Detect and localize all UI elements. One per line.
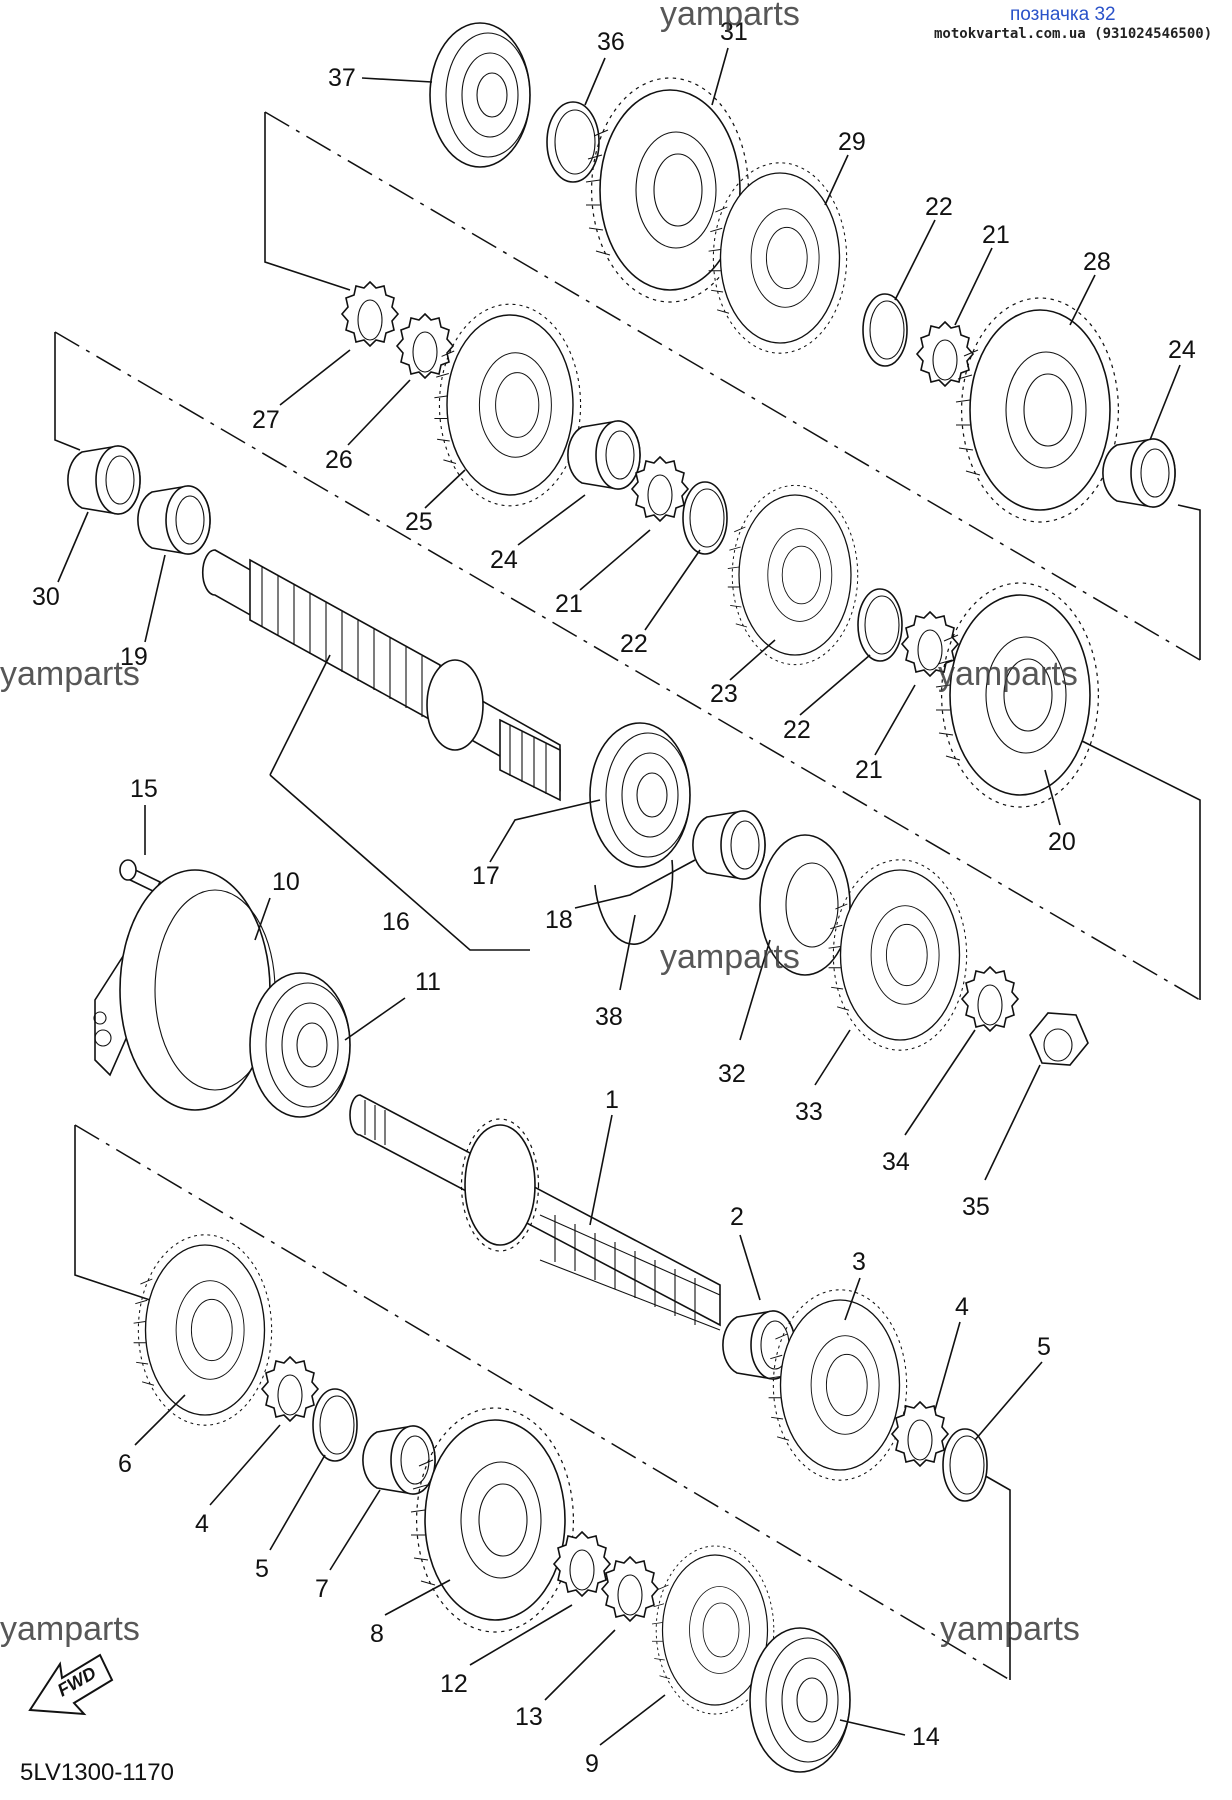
lock-washer-34 xyxy=(961,966,1019,1032)
gear-3 xyxy=(767,1289,908,1481)
bearing-24a xyxy=(1102,438,1176,508)
nut-35 xyxy=(1029,1012,1089,1066)
circlip-22a xyxy=(862,293,908,367)
callout-10: 10 xyxy=(272,868,300,896)
circlip-22c xyxy=(857,588,903,662)
collar-18 xyxy=(692,810,766,880)
callout-24: 24 xyxy=(490,546,518,574)
callout-22: 22 xyxy=(925,193,953,221)
middle-assembly-outline xyxy=(54,331,1201,1001)
circlip-22b xyxy=(682,481,728,555)
bearing-37 xyxy=(429,22,531,168)
washer-21b xyxy=(631,456,689,522)
washer-21a xyxy=(916,321,974,387)
bolt-15 xyxy=(119,859,162,894)
callout-26: 26 xyxy=(325,446,353,474)
watermark: yamparts xyxy=(0,655,140,693)
callout-29: 29 xyxy=(838,128,866,156)
callout-11: 11 xyxy=(415,968,441,996)
circlip-38 xyxy=(594,859,674,945)
watermark: yamparts xyxy=(940,1610,1080,1648)
collar-19 xyxy=(137,485,211,555)
callout-20: 20 xyxy=(1048,828,1076,856)
watermark: yamparts xyxy=(0,1610,140,1648)
callout-34: 34 xyxy=(882,1148,910,1176)
washer-26 xyxy=(396,313,454,379)
callout-28: 28 xyxy=(1083,248,1111,276)
circlip-5b xyxy=(312,1388,358,1462)
diagram-code: 5LV1300-1170 xyxy=(20,1759,174,1786)
callout-32: 32 xyxy=(718,1060,746,1088)
header-site: motokvartal.com.ua (931024546500) xyxy=(934,26,1213,42)
watermarks: yamparts yamparts yamparts yamparts yamp… xyxy=(0,0,1080,1648)
callout-5: 5 xyxy=(1037,1333,1051,1361)
callout-38: 38 xyxy=(595,1003,623,1031)
callout-24: 24 xyxy=(1168,336,1196,364)
washer-13 xyxy=(601,1556,659,1622)
washer-4b xyxy=(261,1356,319,1422)
circlip-5a xyxy=(942,1428,988,1502)
callout-19: 19 xyxy=(120,643,148,671)
callout-33: 33 xyxy=(795,1098,823,1126)
callout-31: 31 xyxy=(720,18,748,46)
bearing-24b xyxy=(567,420,641,490)
callout-17: 17 xyxy=(472,862,500,890)
callout-7: 7 xyxy=(315,1575,329,1603)
callout-15: 15 xyxy=(130,775,158,803)
bearing-11 xyxy=(249,972,351,1118)
callout-5: 5 xyxy=(255,1555,269,1583)
callout-36: 36 xyxy=(597,28,625,56)
callout-13: 13 xyxy=(515,1703,543,1731)
washer-27 xyxy=(341,281,399,347)
callout-18: 18 xyxy=(545,906,573,934)
callout-9: 9 xyxy=(585,1750,599,1778)
leader-lines xyxy=(57,47,1181,1746)
bearing-14 xyxy=(749,1627,851,1773)
callout-6: 6 xyxy=(118,1450,132,1478)
watermark: yamparts xyxy=(660,0,800,33)
callout-30: 30 xyxy=(32,583,60,611)
upper-assembly-outline xyxy=(264,111,1201,661)
washer-32 xyxy=(759,834,851,976)
collar-7 xyxy=(362,1425,436,1495)
callouts: 37 36 31 29 22 21 28 24 27 26 25 24 21 2… xyxy=(32,18,1196,1778)
callout-2: 2 xyxy=(730,1203,744,1231)
callout-4: 4 xyxy=(195,1510,209,1538)
callout-22: 22 xyxy=(783,716,811,744)
callout-37: 37 xyxy=(328,64,356,92)
main-shaft-1 xyxy=(349,1094,721,1331)
gear-25 xyxy=(433,303,582,507)
callout-14: 14 xyxy=(912,1723,940,1751)
gear-23 xyxy=(727,484,859,666)
watermark: yamparts xyxy=(660,938,800,976)
gear-6 xyxy=(132,1234,273,1426)
callout-1: 1 xyxy=(605,1086,619,1114)
gear-8 xyxy=(410,1407,575,1633)
callout-21: 21 xyxy=(855,756,883,784)
bearing-housing-10 xyxy=(93,869,276,1111)
callout-8: 8 xyxy=(370,1620,384,1648)
washer-4a xyxy=(891,1401,949,1467)
gear-20 xyxy=(935,582,1100,808)
callout-4: 4 xyxy=(955,1293,969,1321)
fwd-arrow-icon: FWD xyxy=(28,1653,114,1716)
callout-25: 25 xyxy=(405,508,433,536)
shaft-16 xyxy=(201,549,561,802)
bearing-17 xyxy=(589,722,691,868)
callout-21: 21 xyxy=(555,590,583,618)
header-label: позначка 32 xyxy=(1010,4,1116,25)
callout-27: 27 xyxy=(252,406,280,434)
callout-23: 23 xyxy=(710,680,738,708)
callout-21: 21 xyxy=(982,221,1010,249)
callout-22: 22 xyxy=(620,630,648,658)
circlip-36 xyxy=(546,101,600,183)
callout-3: 3 xyxy=(852,1248,866,1276)
watermark: yamparts xyxy=(938,655,1078,693)
gear-28 xyxy=(955,297,1120,523)
callout-16: 16 xyxy=(382,908,410,936)
collar-30 xyxy=(67,445,141,515)
callout-12: 12 xyxy=(440,1670,468,1698)
callout-35: 35 xyxy=(962,1193,990,1221)
